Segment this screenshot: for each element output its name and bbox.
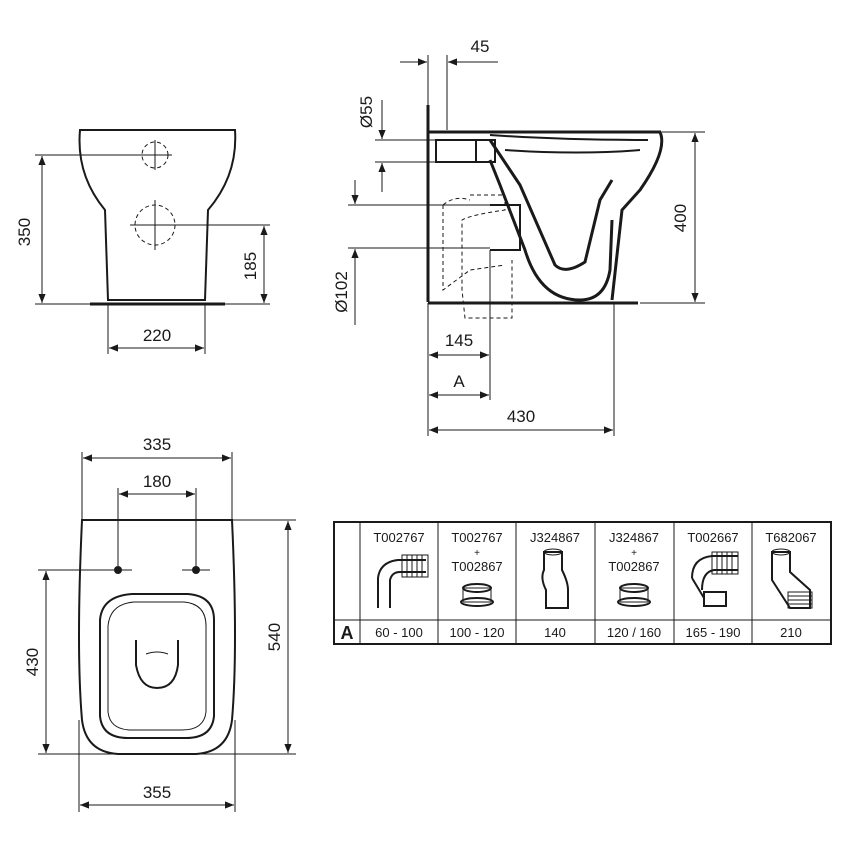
top-width-top-dim: 335	[143, 435, 171, 454]
connector-code: J324867	[530, 530, 580, 545]
top-view: 335 180 430 540 355	[23, 435, 296, 812]
long-bend-connector-icon	[691, 551, 739, 607]
connector-table: A T002767 60 - 100 T002767 + T002867	[333, 521, 832, 645]
table-column: T002767 + T002867 100 - 120	[450, 530, 505, 640]
front-inlet-height-dim: 185	[241, 252, 260, 280]
connector-range: 165 - 190	[686, 625, 741, 640]
side-height-dim: 400	[671, 204, 690, 232]
side-outlet-offset-dim: 145	[445, 331, 473, 350]
connector-code: T002767	[373, 530, 424, 545]
table-column: T002667 165 - 190	[686, 530, 741, 640]
offset-connector-icon	[541, 548, 569, 609]
side-outlet-dia-dim: Ø102	[332, 271, 351, 313]
table-column: T682067 210	[765, 530, 816, 640]
table-column: J324867 140	[530, 530, 580, 640]
front-base-width-dim: 220	[143, 326, 171, 345]
top-length-dim: 540	[265, 623, 284, 651]
table-column: T002767 60 - 100	[373, 530, 429, 640]
connector-range: 60 - 100	[375, 625, 423, 640]
bend-connector-icon	[377, 554, 429, 608]
collar-icon	[617, 583, 651, 607]
connector-range: 140	[544, 625, 566, 640]
connector-code: T682067	[765, 530, 816, 545]
side-inlet-dia-dim-label: Ø55	[357, 96, 376, 128]
connector-range: 100 - 120	[450, 625, 505, 640]
side-top-offset-dim: 45	[471, 37, 490, 56]
connector-range: 210	[780, 625, 802, 640]
connector-code-secondary: T002867	[451, 559, 502, 574]
side-view: 45 Ø102 Ø55 Ø102 400 145 A 430	[332, 37, 705, 436]
connector-plus: +	[631, 548, 637, 559]
pan-connector-icon	[771, 548, 813, 609]
connector-plus: +	[474, 548, 480, 559]
connector-code-secondary: T002867	[608, 559, 659, 574]
connector-range: 120 / 160	[607, 625, 661, 640]
side-depth-dim: 430	[507, 407, 535, 426]
top-fixing-spacing-dim: 180	[143, 472, 171, 491]
connector-code: T002767	[451, 530, 502, 545]
front-height-dim: 350	[15, 218, 34, 246]
table-column: J324867 + T002867 120 / 160	[607, 530, 661, 640]
collar-icon	[460, 583, 494, 607]
top-width-bottom-dim: 355	[143, 783, 171, 802]
connector-code: T002667	[687, 530, 738, 545]
side-a-dim: A	[453, 372, 465, 391]
front-view: 350 185 220	[15, 129, 270, 354]
table-row-label: A	[341, 623, 354, 643]
connector-code: J324867	[609, 530, 659, 545]
top-fixing-depth-dim: 430	[23, 648, 42, 676]
